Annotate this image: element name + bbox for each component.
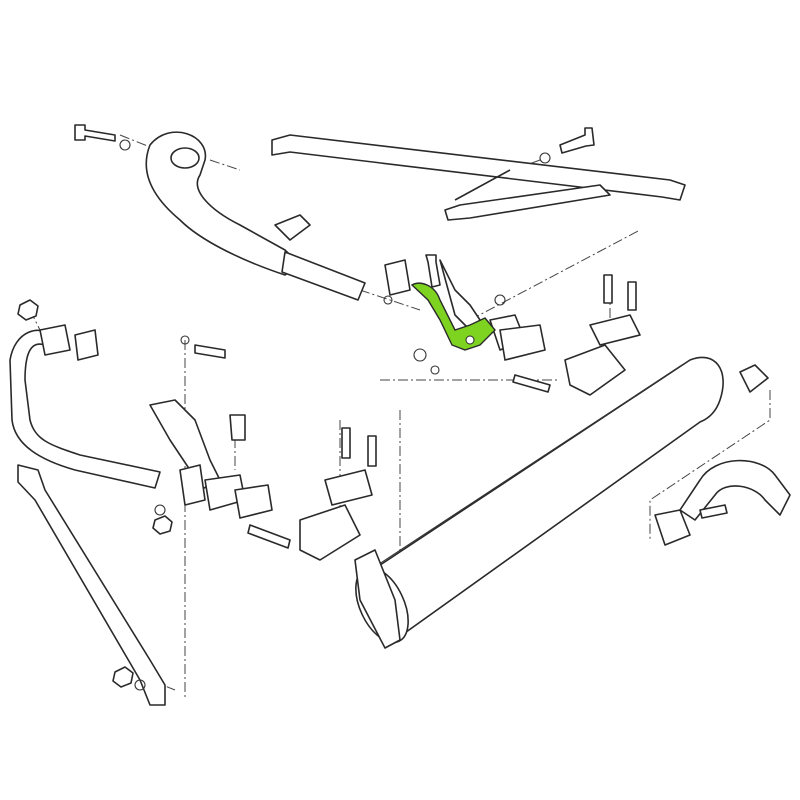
left-exhaust-pipe xyxy=(9,299,161,489)
upper-support-bar xyxy=(271,134,686,221)
bolts xyxy=(74,124,595,288)
lower-support-bar xyxy=(17,464,166,706)
left-flange-group xyxy=(149,335,377,561)
right-flange-studs xyxy=(564,274,641,396)
tail-pipe xyxy=(654,459,791,546)
center-flange-group xyxy=(383,259,551,393)
front-exhaust-pipe xyxy=(145,131,366,301)
highlighted-exhaust-pipe-bracket[interactable] xyxy=(410,282,496,351)
muffler xyxy=(354,356,769,649)
